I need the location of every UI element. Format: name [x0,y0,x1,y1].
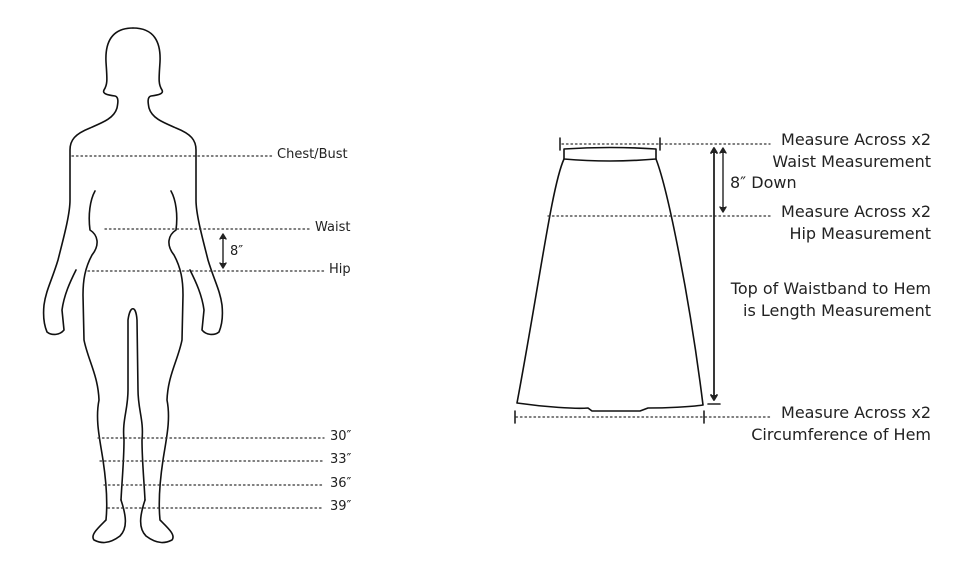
waist-hip-arrow-icon [219,233,227,269]
hem-measure-label: Measure Across x2 Circumference of Hem [751,402,931,446]
hip-label: Hip [329,262,351,277]
length-arrow-icon [710,147,718,401]
skirt-outline [516,146,704,412]
body-guide-lines [71,155,327,509]
hip-measure-line2: Hip Measurement [789,224,931,243]
length-39-label: 39″ [330,499,352,514]
down-arrow-icon [719,147,727,213]
length-36-label: 36″ [330,476,352,491]
hip-measure-label: Measure Across x2 Hip Measurement [781,201,931,245]
length-30-label: 30″ [330,429,352,444]
length-measure-line1: Top of Waistband to Hem [730,279,931,298]
hem-measure-line1: Measure Across x2 [781,403,931,422]
length-measure-label: Top of Waistband to Hem is Length Measur… [731,278,931,322]
waist-measure-line1: Measure Across x2 [781,130,931,149]
skirt-guide-lines [515,143,771,418]
skirt-tick-marks [514,137,721,424]
length-33-label: 33″ [330,452,352,467]
body-silhouette [42,27,224,544]
waist-measure-label: Measure Across x2 Waist Measurement [772,129,931,173]
waist-measure-line2: Waist Measurement [772,152,931,171]
waist-hip-gap-label: 8″ [230,244,244,259]
waist-label: Waist [315,220,351,235]
chest-label: Chest/Bust [277,147,348,162]
hem-measure-line2: Circumference of Hem [751,425,931,444]
length-measure-line2: is Length Measurement [743,301,931,320]
down-label: 8″ Down [730,173,797,192]
hip-measure-line1: Measure Across x2 [781,202,931,221]
